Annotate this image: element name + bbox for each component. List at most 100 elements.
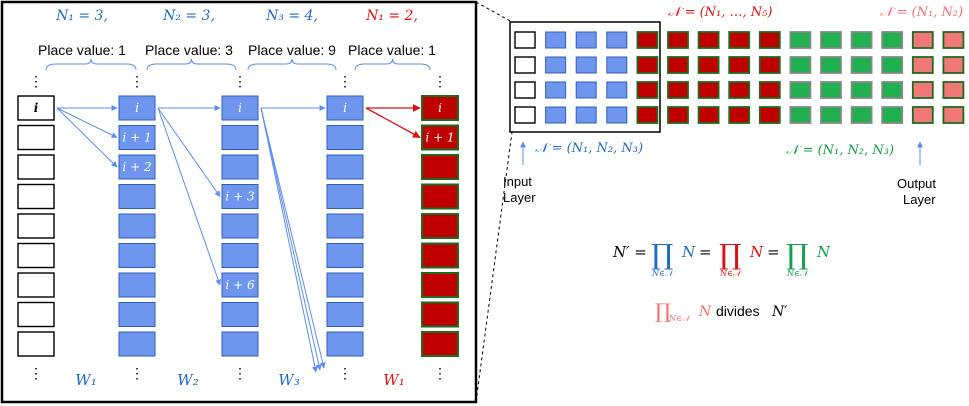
blue-connection-arrow <box>56 107 118 138</box>
neuron-box <box>221 272 259 298</box>
column-ellipsis-bottom: ⋮ <box>130 365 144 381</box>
grid-neuron-red <box>667 56 689 74</box>
grid-neuron-green <box>789 31 812 49</box>
neuron-index-label: i + 1 <box>122 131 151 145</box>
grid-neuron-red <box>667 81 689 99</box>
neuron-box <box>421 301 459 328</box>
grid-neuron-salmon <box>942 31 965 49</box>
group-place-value: Place value: 1 <box>348 42 436 58</box>
blue-connection-arrow <box>260 107 318 373</box>
grid-neuron-red <box>728 106 751 124</box>
formula-eq-2: = <box>767 243 780 261</box>
grid-neuron-salmon <box>942 81 965 99</box>
grid-neuron-white <box>514 31 536 49</box>
grid-neuron-salmon <box>942 56 965 74</box>
neuron-box <box>421 183 459 210</box>
formula-prod-blue: ∏ <box>651 238 673 271</box>
blue-connection-arrow <box>260 107 326 369</box>
grid-neuron-red <box>758 56 781 74</box>
grid-neuron-red <box>636 56 659 74</box>
grid-neuron-salmon <box>942 106 965 124</box>
grid-neuron-blue <box>545 31 567 49</box>
column-ellipsis-bottom: ⋮ <box>29 365 43 381</box>
neuron-box <box>221 184 259 209</box>
neuron-box <box>421 95 459 121</box>
grid-neuron-salmon <box>911 81 934 99</box>
grid-neuron-blue <box>545 81 567 99</box>
neuron-box <box>17 124 55 151</box>
layer-grid <box>514 31 965 124</box>
input-layer-label-line2: Layer <box>503 190 536 205</box>
grid-neuron-red <box>758 81 781 99</box>
column-ellipsis-top: ⋮ <box>233 73 247 89</box>
grid-neuron-red <box>636 81 659 99</box>
grid-neuron-green <box>850 106 873 124</box>
divides-rhs: N′ <box>771 304 788 320</box>
column-ellipsis-top: ⋮ <box>433 73 447 89</box>
formula-nprime: N′ = ∏ N∈𝒩 N = ∏ N∈𝒩 N = ∏ N∈𝒩 N <box>612 238 831 278</box>
group-place-value: Place value: 9 <box>248 42 336 58</box>
neuron-box <box>421 213 459 239</box>
grid-neuron-red <box>667 106 689 124</box>
grid-neuron-white <box>514 106 536 124</box>
grid-neuron-blue <box>606 81 628 99</box>
grid-neuron-blue <box>575 81 597 99</box>
neuron-column-5: ⋮ii + 1⋮ <box>421 73 459 381</box>
neuron-box <box>326 125 364 150</box>
neuron-box <box>326 272 364 298</box>
grid-neuron-red <box>697 31 720 49</box>
green-n-label: 𝒩 = (N₁, N₂, N₃) <box>786 143 894 158</box>
formula-eq-1: = <box>699 243 712 261</box>
grid-neuron-green <box>881 31 904 49</box>
neuron-box <box>421 242 459 269</box>
neuron-column-4: ⋮i⋮ <box>326 73 364 381</box>
grid-neuron-white <box>514 56 536 74</box>
neuron-box <box>326 95 364 121</box>
neuron-box <box>421 272 459 298</box>
grid-neuron-green <box>820 56 842 74</box>
neuron-column-2: ⋮ii + 1i + 2⋮ <box>118 73 156 381</box>
grid-neuron-green <box>820 106 842 124</box>
blue-connection-arrow <box>56 107 118 168</box>
divides-text: divides <box>716 303 760 319</box>
formula-prod-green: ∏ <box>786 238 808 271</box>
group-brackets <box>45 58 431 71</box>
column-ellipsis-top: ⋮ <box>29 73 43 89</box>
neuron-box <box>326 302 364 327</box>
neuron-box <box>221 213 259 239</box>
neuron-index-label: i <box>135 101 139 115</box>
grid-neuron-red <box>758 106 781 124</box>
neuron-box <box>17 95 55 121</box>
right-panel: 𝒩 = (N₁, …, N₅) 𝒩 = (N₁, N₂) 𝒩 = (N₁, N₂… <box>503 5 965 323</box>
grid-neuron-green <box>850 56 873 74</box>
output-layer-label-line2: Layer <box>903 192 936 207</box>
grid-neuron-green <box>820 81 842 99</box>
formula-var-blue: N <box>681 243 696 261</box>
formula-lhs: N′ = <box>612 243 647 261</box>
input-group-frame <box>509 21 661 133</box>
neuron-box <box>326 184 364 209</box>
grid-neuron-green <box>789 81 812 99</box>
grid-neuron-red <box>697 106 720 124</box>
blue-connection-arrow <box>157 107 222 286</box>
output-layer-label-line1: Output <box>897 176 936 191</box>
neuron-box <box>118 213 156 239</box>
neuron-index-label: i + 2 <box>122 160 151 174</box>
divides-sub: N∈𝒩 <box>668 314 692 323</box>
neuron-box <box>421 154 459 180</box>
formula-sub-green: N∈𝒩 <box>786 269 810 278</box>
connection-arrows <box>56 104 421 373</box>
column-ellipsis-bottom: ⋮ <box>233 365 247 381</box>
group-place-value: Place value: 1 <box>38 42 126 58</box>
neuron-box <box>326 154 364 180</box>
grid-neuron-green <box>881 81 904 99</box>
divides-prod: ∏ <box>655 299 671 323</box>
neuron-index-label: i <box>238 101 242 115</box>
group-bracket <box>247 58 337 71</box>
neuron-box <box>221 331 259 357</box>
grid-neuron-red <box>667 31 689 49</box>
divides-var: N <box>698 304 712 320</box>
left-panel-frame <box>0 0 478 404</box>
grid-neuron-green <box>850 31 873 49</box>
